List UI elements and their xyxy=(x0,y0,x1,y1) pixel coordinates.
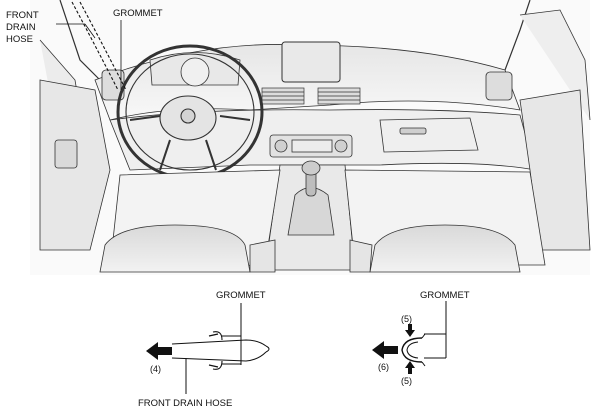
driver-seat xyxy=(99,224,251,273)
front-drain-hose-bottom-label: FRONT DRAIN HOSE xyxy=(138,398,232,409)
arrow-left-icon xyxy=(146,342,172,360)
arrow-left-icon xyxy=(372,341,398,359)
right-door-panel xyxy=(519,89,591,251)
shift-boot xyxy=(287,187,335,236)
grommet-left-detail-label: GROMMET xyxy=(216,290,266,301)
passenger-seat xyxy=(369,224,521,273)
arrow-up-icon xyxy=(405,361,415,374)
center-console-controls xyxy=(269,134,353,158)
right-detail-grommet-removal xyxy=(401,301,447,367)
step-5-bottom-label: (5) xyxy=(401,376,412,386)
left-detail-hose-removal xyxy=(171,303,270,394)
glove-box xyxy=(379,117,479,153)
arrow-down-icon xyxy=(405,324,415,337)
step-4-label: (4) xyxy=(150,364,161,374)
right-vent xyxy=(485,71,513,101)
grommet-top-label: GROMMET xyxy=(113,8,163,19)
interior-leader-lines xyxy=(56,20,122,90)
step-6-label: (6) xyxy=(378,362,389,372)
car-interior-illustration xyxy=(30,0,591,275)
grommet-right-detail-label: GROMMET xyxy=(420,290,470,301)
front-drain-hose-label-line3: HOSE xyxy=(6,34,33,45)
center-vents xyxy=(261,87,361,105)
center-display xyxy=(281,41,341,83)
front-drain-hose-label-line1: FRONT xyxy=(6,10,39,21)
front-drain-hose-label-line2: DRAIN xyxy=(6,22,36,33)
step-5-top-label: (5) xyxy=(401,314,412,324)
